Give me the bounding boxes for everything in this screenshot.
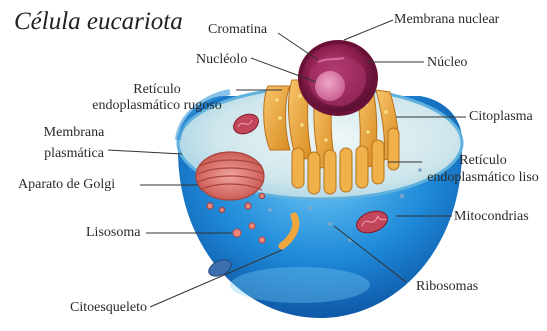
label-reticulo-rugoso-line1: Retículo xyxy=(82,82,232,98)
diagram-title: Célula eucariota xyxy=(14,8,183,36)
label-reticulo-liso-line2: endoplasmático liso xyxy=(420,170,546,186)
label-citoplasma: Citoplasma xyxy=(469,109,533,125)
label-ribosomas: Ribosomas xyxy=(416,279,478,295)
label-mitocondrias: Mitocondrias xyxy=(454,209,529,225)
label-cromatina: Cromatina xyxy=(208,22,267,38)
nucleolus xyxy=(315,71,345,101)
label-lisosoma: Lisosoma xyxy=(86,225,140,241)
label-nucleo: Núcleo xyxy=(427,55,467,71)
label-reticulo-rugoso-line2: endoplasmático rugoso xyxy=(82,98,232,114)
label-reticulo-liso-line1: Retículo xyxy=(420,153,546,169)
nucleus xyxy=(298,40,378,116)
label-citoesqueleto: Citoesqueleto xyxy=(70,300,147,316)
label-aparato-golgi: Aparato de Golgi xyxy=(18,177,115,193)
label-membrana-plasmatica-line2: plasmática xyxy=(34,146,114,162)
label-nucleolo: Nucléolo xyxy=(196,52,247,68)
label-membrana-nuclear: Membrana nuclear xyxy=(394,12,499,28)
label-membrana-plasmatica-line1: Membrana xyxy=(34,125,114,141)
